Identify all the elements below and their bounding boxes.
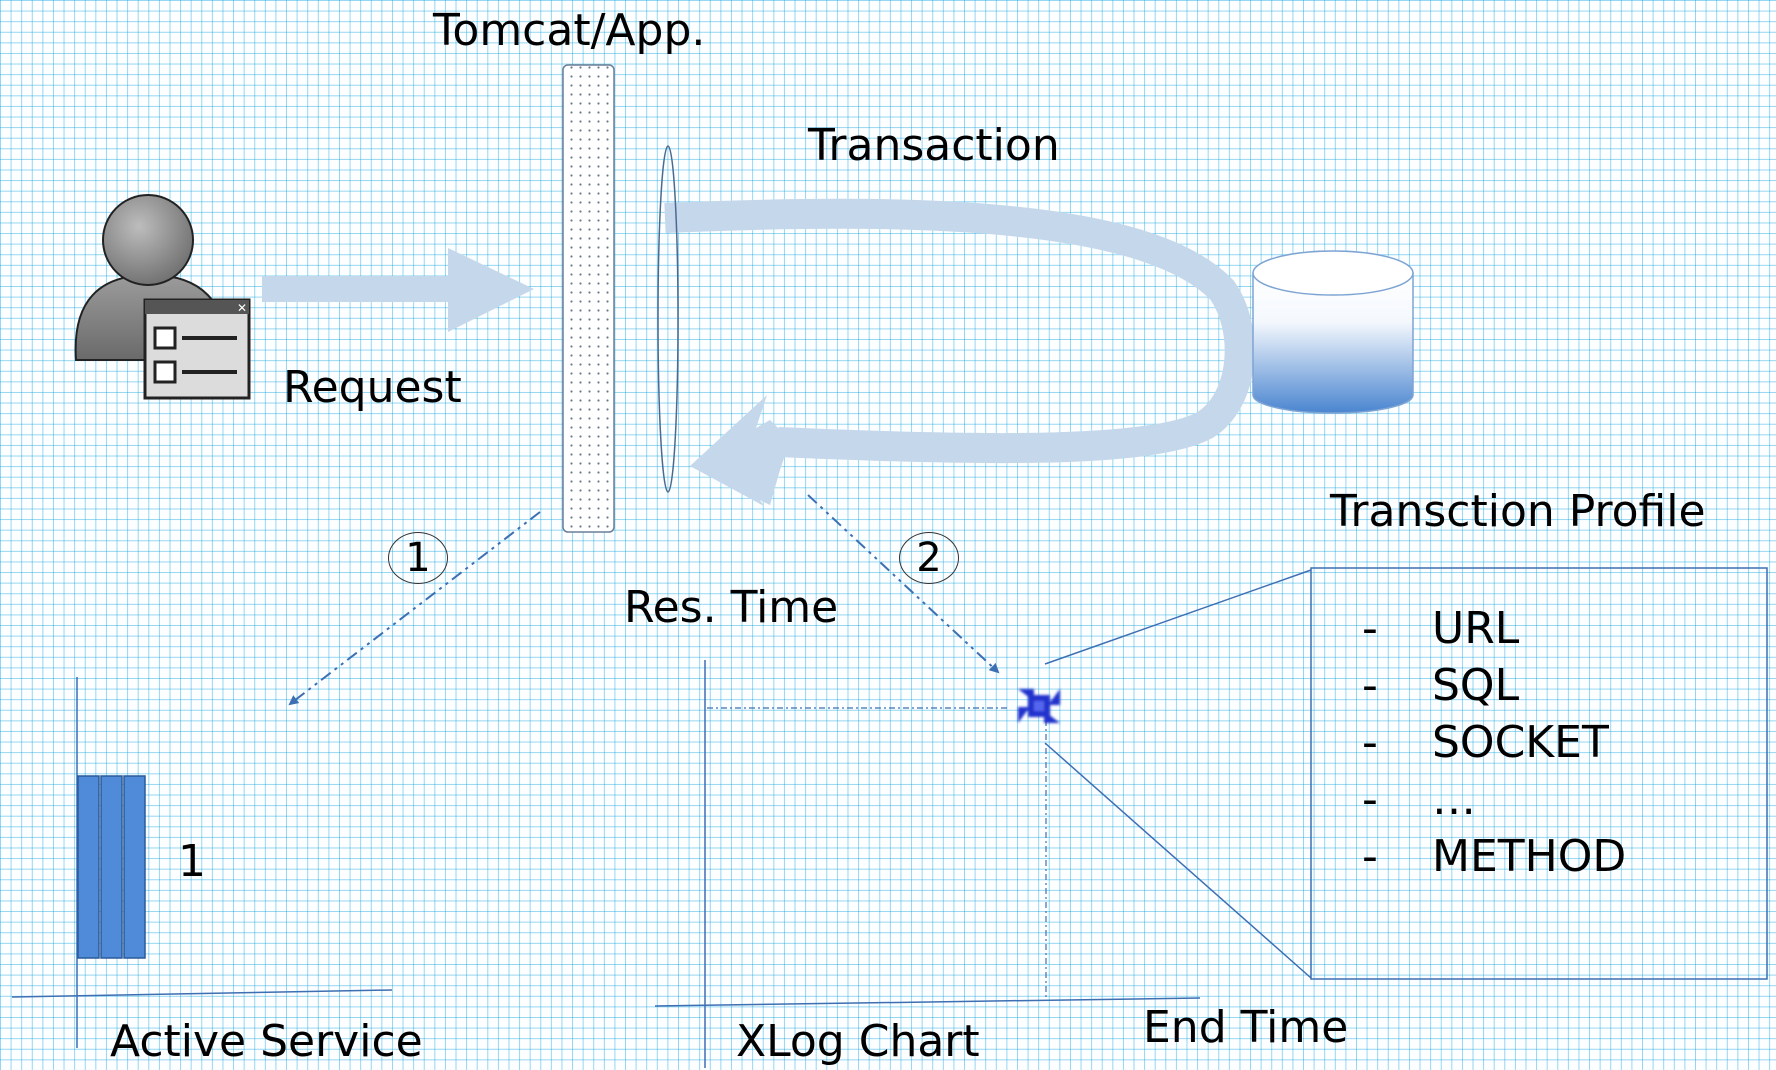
step-2-marker: 2: [899, 532, 959, 584]
profile-item-label: SQL: [1432, 660, 1520, 711]
bullet-dash: -: [1362, 774, 1378, 825]
active-service-bar: [100, 775, 123, 959]
request-label: Request: [283, 362, 462, 413]
xlog-x-axis: [654, 997, 1201, 1007]
active-service-label: Active Service: [110, 1016, 423, 1067]
user-with-form-icon: ✕: [74, 194, 251, 400]
tomcat-app-label: Tomcat/App.: [433, 5, 706, 56]
profile-item-label: URL: [1432, 603, 1520, 654]
profile-item-label: …: [1432, 774, 1476, 825]
bullet-dash: -: [1362, 717, 1378, 768]
active-service-bar: [77, 775, 100, 959]
profile-item-url: - URL: [1362, 600, 1626, 657]
request-arrow: [262, 248, 534, 332]
transaction-label: Transaction: [808, 120, 1060, 171]
database-icon: [1252, 250, 1414, 414]
end-time-label: End Time: [1143, 1002, 1349, 1053]
profile-item-sql: - SQL: [1362, 657, 1626, 714]
transaction-arrowhead-fill: [690, 420, 790, 505]
step-2-arrow: [807, 494, 1000, 674]
svg-text:✕: ✕: [237, 301, 247, 315]
step-1-marker: 1: [388, 532, 448, 584]
profile-item-method: - METHOD: [1362, 828, 1626, 885]
step-1-arrow: [288, 511, 541, 706]
bullet-dash: -: [1362, 603, 1378, 654]
profile-item-label: METHOD: [1432, 831, 1627, 882]
active-service-count: 1: [178, 836, 206, 887]
res-time-label: Res. Time: [624, 582, 839, 633]
xlog-point-icon: [1018, 689, 1060, 723]
bullet-dash: -: [1362, 660, 1378, 711]
transaction-profile-list: -URL -SQL -SOCKET -… -METHOD: [1362, 600, 1626, 885]
profile-zoom-line: [1044, 569, 1312, 665]
transaction-profile-label: Transction Profile: [1330, 486, 1706, 537]
transaction-arrow: [664, 198, 1255, 464]
transaction-profile-box: [1310, 567, 1768, 980]
active-service-x-axis: [11, 989, 393, 998]
tomcat-app-column: [562, 64, 615, 533]
xlog-chart-label: XLog Chart: [736, 1016, 980, 1067]
profile-item-label: SOCKET: [1432, 717, 1609, 768]
transaction-ellipse: [657, 145, 679, 493]
active-service-bar: [123, 775, 146, 959]
bullet-dash: -: [1362, 831, 1378, 882]
profile-item-socket: - SOCKET: [1362, 714, 1626, 771]
profile-item-ellipsis: -…: [1362, 771, 1626, 828]
profile-zoom-line: [1044, 742, 1312, 979]
